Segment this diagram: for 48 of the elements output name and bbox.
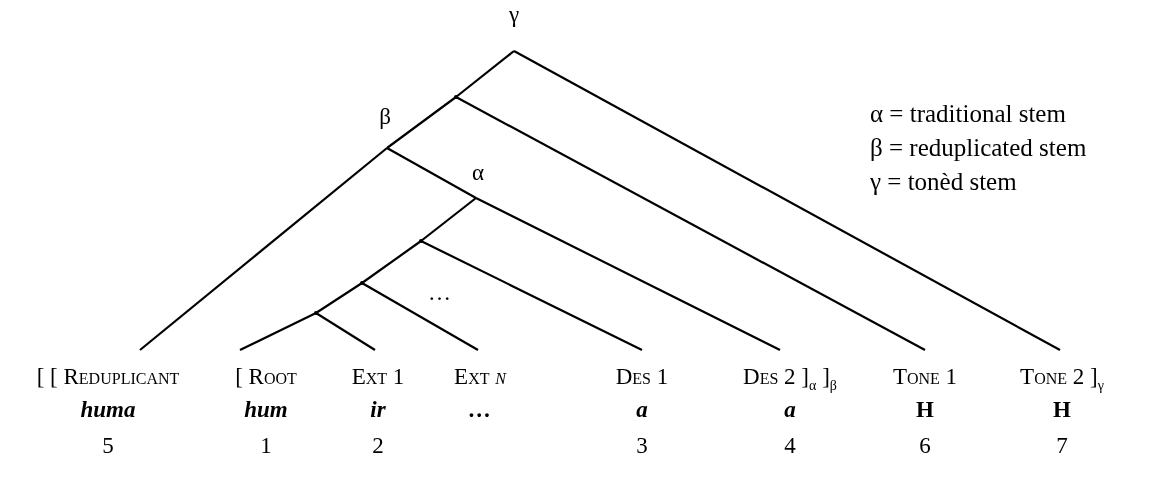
order-number: 1 bbox=[260, 432, 272, 460]
tree-branch-line bbox=[420, 197, 477, 242]
morph-form: H bbox=[1053, 396, 1071, 424]
legend-note: β = reduplicated stem bbox=[870, 134, 1087, 162]
ellipsis-mark: … bbox=[428, 280, 451, 306]
tree-branch-line bbox=[386, 147, 477, 199]
order-number: 4 bbox=[784, 432, 796, 460]
morph-form: huma bbox=[80, 396, 136, 424]
morph-form: a bbox=[784, 396, 796, 424]
tree-branch-line bbox=[455, 50, 515, 98]
tree-branch-line bbox=[475, 197, 781, 351]
category-label: Des 2 ]$_{α}$ ]$_{β}$ bbox=[743, 363, 837, 392]
branch-point bbox=[314, 311, 318, 315]
order-number: 5 bbox=[102, 432, 114, 460]
tree-branch-line bbox=[239, 312, 317, 351]
tree-branch-line bbox=[420, 240, 643, 351]
category-label: Tone 2 ]$_{γ}$ bbox=[1020, 363, 1104, 392]
category-label: Ext n bbox=[454, 363, 506, 391]
morph-form: a bbox=[636, 396, 648, 424]
node-label: α bbox=[471, 160, 485, 185]
category-label: [ Root bbox=[235, 363, 297, 391]
tree-branch-line bbox=[315, 312, 376, 351]
tree-branch-line bbox=[386, 96, 457, 149]
order-number: 7 bbox=[1056, 432, 1068, 460]
morph-form: H bbox=[916, 396, 934, 424]
tree-branch-line bbox=[513, 50, 1061, 351]
morph-form: … bbox=[468, 396, 492, 424]
order-number: 2 bbox=[372, 432, 384, 460]
branch-point bbox=[360, 281, 364, 285]
morph-form: hum bbox=[244, 396, 288, 424]
category-label: Ext 1 bbox=[351, 363, 405, 391]
node-label: γ bbox=[508, 2, 520, 27]
node-label: β bbox=[379, 104, 391, 129]
tree-branch-line bbox=[361, 282, 479, 351]
category-label: [ [ Reduplicant bbox=[36, 363, 180, 391]
order-number: 3 bbox=[636, 432, 648, 460]
legend-note: α = traditional stem bbox=[870, 100, 1066, 128]
category-label: Tone 1 bbox=[892, 363, 958, 391]
tree-branch-line bbox=[455, 96, 926, 351]
order-number: 6 bbox=[919, 432, 931, 460]
tree-branch-line bbox=[315, 282, 363, 314]
category-label: Des 1 bbox=[615, 363, 669, 391]
branch-point bbox=[454, 95, 458, 99]
branch-point bbox=[419, 239, 423, 243]
tree-branch-line bbox=[139, 147, 388, 351]
tree-branch-line bbox=[361, 240, 422, 284]
legend-note: γ = tonèd stem bbox=[870, 168, 1017, 196]
morph-form: ir bbox=[370, 396, 386, 424]
